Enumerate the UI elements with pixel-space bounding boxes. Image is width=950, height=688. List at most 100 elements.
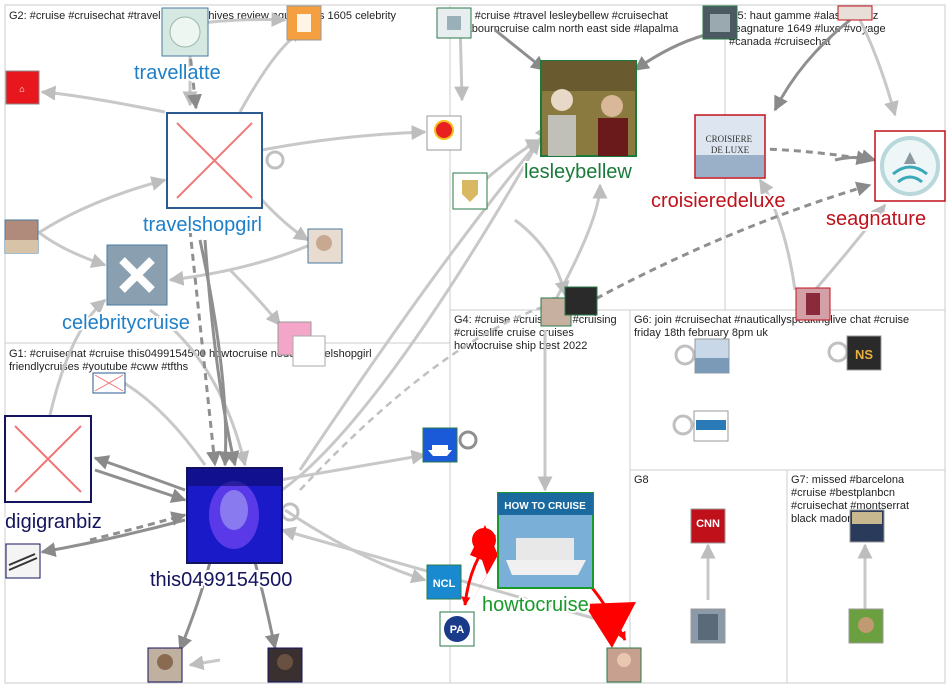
- node-image-detail: [806, 293, 820, 315]
- node-cruise-logo[interactable]: [426, 115, 462, 151]
- edge: [238, 28, 307, 113]
- edge: [494, 28, 547, 72]
- self-loop: [672, 414, 694, 436]
- node-lesleybellew[interactable]: [540, 60, 637, 157]
- group-label-g6-line2: friday 18th february 8pm uk: [634, 327, 768, 339]
- node-building[interactable]: [690, 608, 726, 644]
- node-image-detail: [548, 115, 576, 156]
- group-label-g3-line2: seabourncruise calm north east side #lap…: [454, 23, 679, 35]
- node-face-shadow: [187, 468, 282, 486]
- node-g3-small-1[interactable]: [436, 7, 472, 39]
- node-label-lesleybellew[interactable]: lesleybellew: [522, 159, 634, 185]
- node-ns[interactable]: NS: [846, 335, 882, 371]
- node-ship-drawing[interactable]: [5, 543, 41, 579]
- node-person-small[interactable]: [4, 219, 39, 254]
- group-box-g3: [449, 4, 726, 311]
- edge: [168, 243, 311, 286]
- node-image-detail: [696, 155, 764, 177]
- node-label-howtocruise[interactable]: howtocruise: [480, 592, 591, 618]
- self-loop: [674, 344, 696, 366]
- node-image-detail: [551, 89, 573, 111]
- edge: [260, 198, 310, 242]
- node-image: [5, 543, 41, 579]
- node-image-detail: [428, 445, 452, 456]
- group-label-g1-line2: friendlycruises #youtube #cww #tfths: [9, 361, 189, 373]
- node-image-detail: [447, 16, 461, 30]
- self-loop: [458, 430, 478, 450]
- group-labels: G2: #cruise #cruisechat #travel cabin ar…: [9, 10, 912, 525]
- edge: [261, 124, 427, 152]
- group-label-g7-line3: #cruisechat #montserrat: [791, 500, 909, 512]
- node-howtocruise[interactable]: HOW TO CRUISE: [497, 492, 594, 589]
- node-image-detail: [434, 120, 454, 140]
- nodes: ⌂: [4, 5, 946, 683]
- group-box-g7: [786, 469, 946, 684]
- edge: [858, 19, 899, 117]
- node-image-detail: [617, 653, 631, 667]
- node-person-bottom-2[interactable]: [267, 647, 303, 683]
- node-g5-small-top[interactable]: [837, 5, 873, 21]
- node-travellatte[interactable]: [161, 7, 209, 57]
- group-label-g7-line1: G7: missed #barcelona: [791, 474, 905, 486]
- node-label-digigranbiz[interactable]: digigranbiz: [3, 509, 104, 535]
- node-image: [846, 335, 882, 371]
- node-image: [5, 70, 40, 105]
- node-g3-small-2[interactable]: [702, 5, 738, 40]
- node-image-detail: [5, 240, 38, 253]
- node-image-detail: [710, 14, 730, 32]
- edge: [281, 123, 550, 492]
- node-person-bottom-1[interactable]: [147, 647, 183, 683]
- node-pink-card[interactable]: [277, 321, 326, 367]
- node-ship-blue[interactable]: [422, 427, 458, 463]
- edges-dashed: [89, 34, 872, 542]
- node-image-detail: [277, 654, 293, 670]
- node-g7-1[interactable]: [849, 509, 885, 543]
- node-image: [426, 115, 462, 151]
- node-image: [267, 647, 303, 683]
- node-orange[interactable]: [286, 5, 322, 41]
- node-label-croisieredeluxe[interactable]: croisieredeluxe: [649, 188, 788, 214]
- edges: [35, 12, 899, 671]
- node-seagnature[interactable]: [874, 130, 946, 202]
- node-logo-text: PA: [450, 624, 465, 636]
- node-g6-beach[interactable]: [694, 338, 730, 374]
- node-person-smile[interactable]: [307, 228, 343, 264]
- group-label-g7: G7: missed #barcelona #cruise #bestplanb…: [791, 474, 912, 525]
- node-celebritycruise[interactable]: [106, 244, 168, 306]
- node-this0499154500[interactable]: [186, 467, 283, 564]
- node-g5-small[interactable]: [795, 287, 831, 321]
- node-ncl[interactable]: NCL: [426, 564, 462, 600]
- node-label-celebritycruise[interactable]: celebritycruise: [60, 310, 192, 336]
- node-pa[interactable]: PA: [439, 611, 475, 647]
- node-image-text: ⌂: [19, 84, 24, 94]
- node-digigranbiz[interactable]: [4, 415, 92, 503]
- node-image-detail: [892, 165, 928, 184]
- node-logo-text: HOW TO CRUISE: [504, 501, 586, 512]
- node-label-travelshopgirl[interactable]: travelshopgirl: [141, 212, 264, 238]
- node-person-g4-bottom[interactable]: [606, 647, 642, 683]
- group-label-g5-line2: seagnature 1649 #luxe #voyage: [729, 23, 886, 35]
- arrowhead-red-down: [584, 602, 636, 648]
- node-cruise-plan[interactable]: [693, 410, 729, 442]
- red-arrowheads: [470, 525, 636, 648]
- edge: [758, 178, 797, 291]
- group-boxes: [4, 4, 946, 684]
- edge: [40, 518, 186, 558]
- node-g3-people[interactable]: [540, 286, 598, 327]
- node-broken-small[interactable]: [92, 372, 126, 394]
- node-croisieredeluxe[interactable]: CROISIERE DE LUXE: [694, 114, 766, 179]
- node-x-stroke: [119, 257, 155, 293]
- node-image: [106, 244, 168, 306]
- edge: [280, 526, 601, 622]
- node-shield-logo[interactable]: [452, 172, 488, 210]
- node-red-logo[interactable]: ⌂: [5, 70, 40, 105]
- node-logo-text: CROISIERE DE LUXE: [706, 134, 755, 155]
- node-image-detail: [444, 616, 470, 642]
- edge: [35, 228, 107, 268]
- node-g7-2[interactable]: [848, 608, 884, 644]
- node-label-seagnature[interactable]: seagnature: [824, 206, 928, 232]
- node-travelshopgirl[interactable]: [166, 112, 263, 209]
- node-cnn[interactable]: CNN: [690, 508, 726, 544]
- node-label-travellatte[interactable]: travellatte: [132, 60, 223, 86]
- node-label-this0499154500[interactable]: this0499154500: [148, 567, 294, 593]
